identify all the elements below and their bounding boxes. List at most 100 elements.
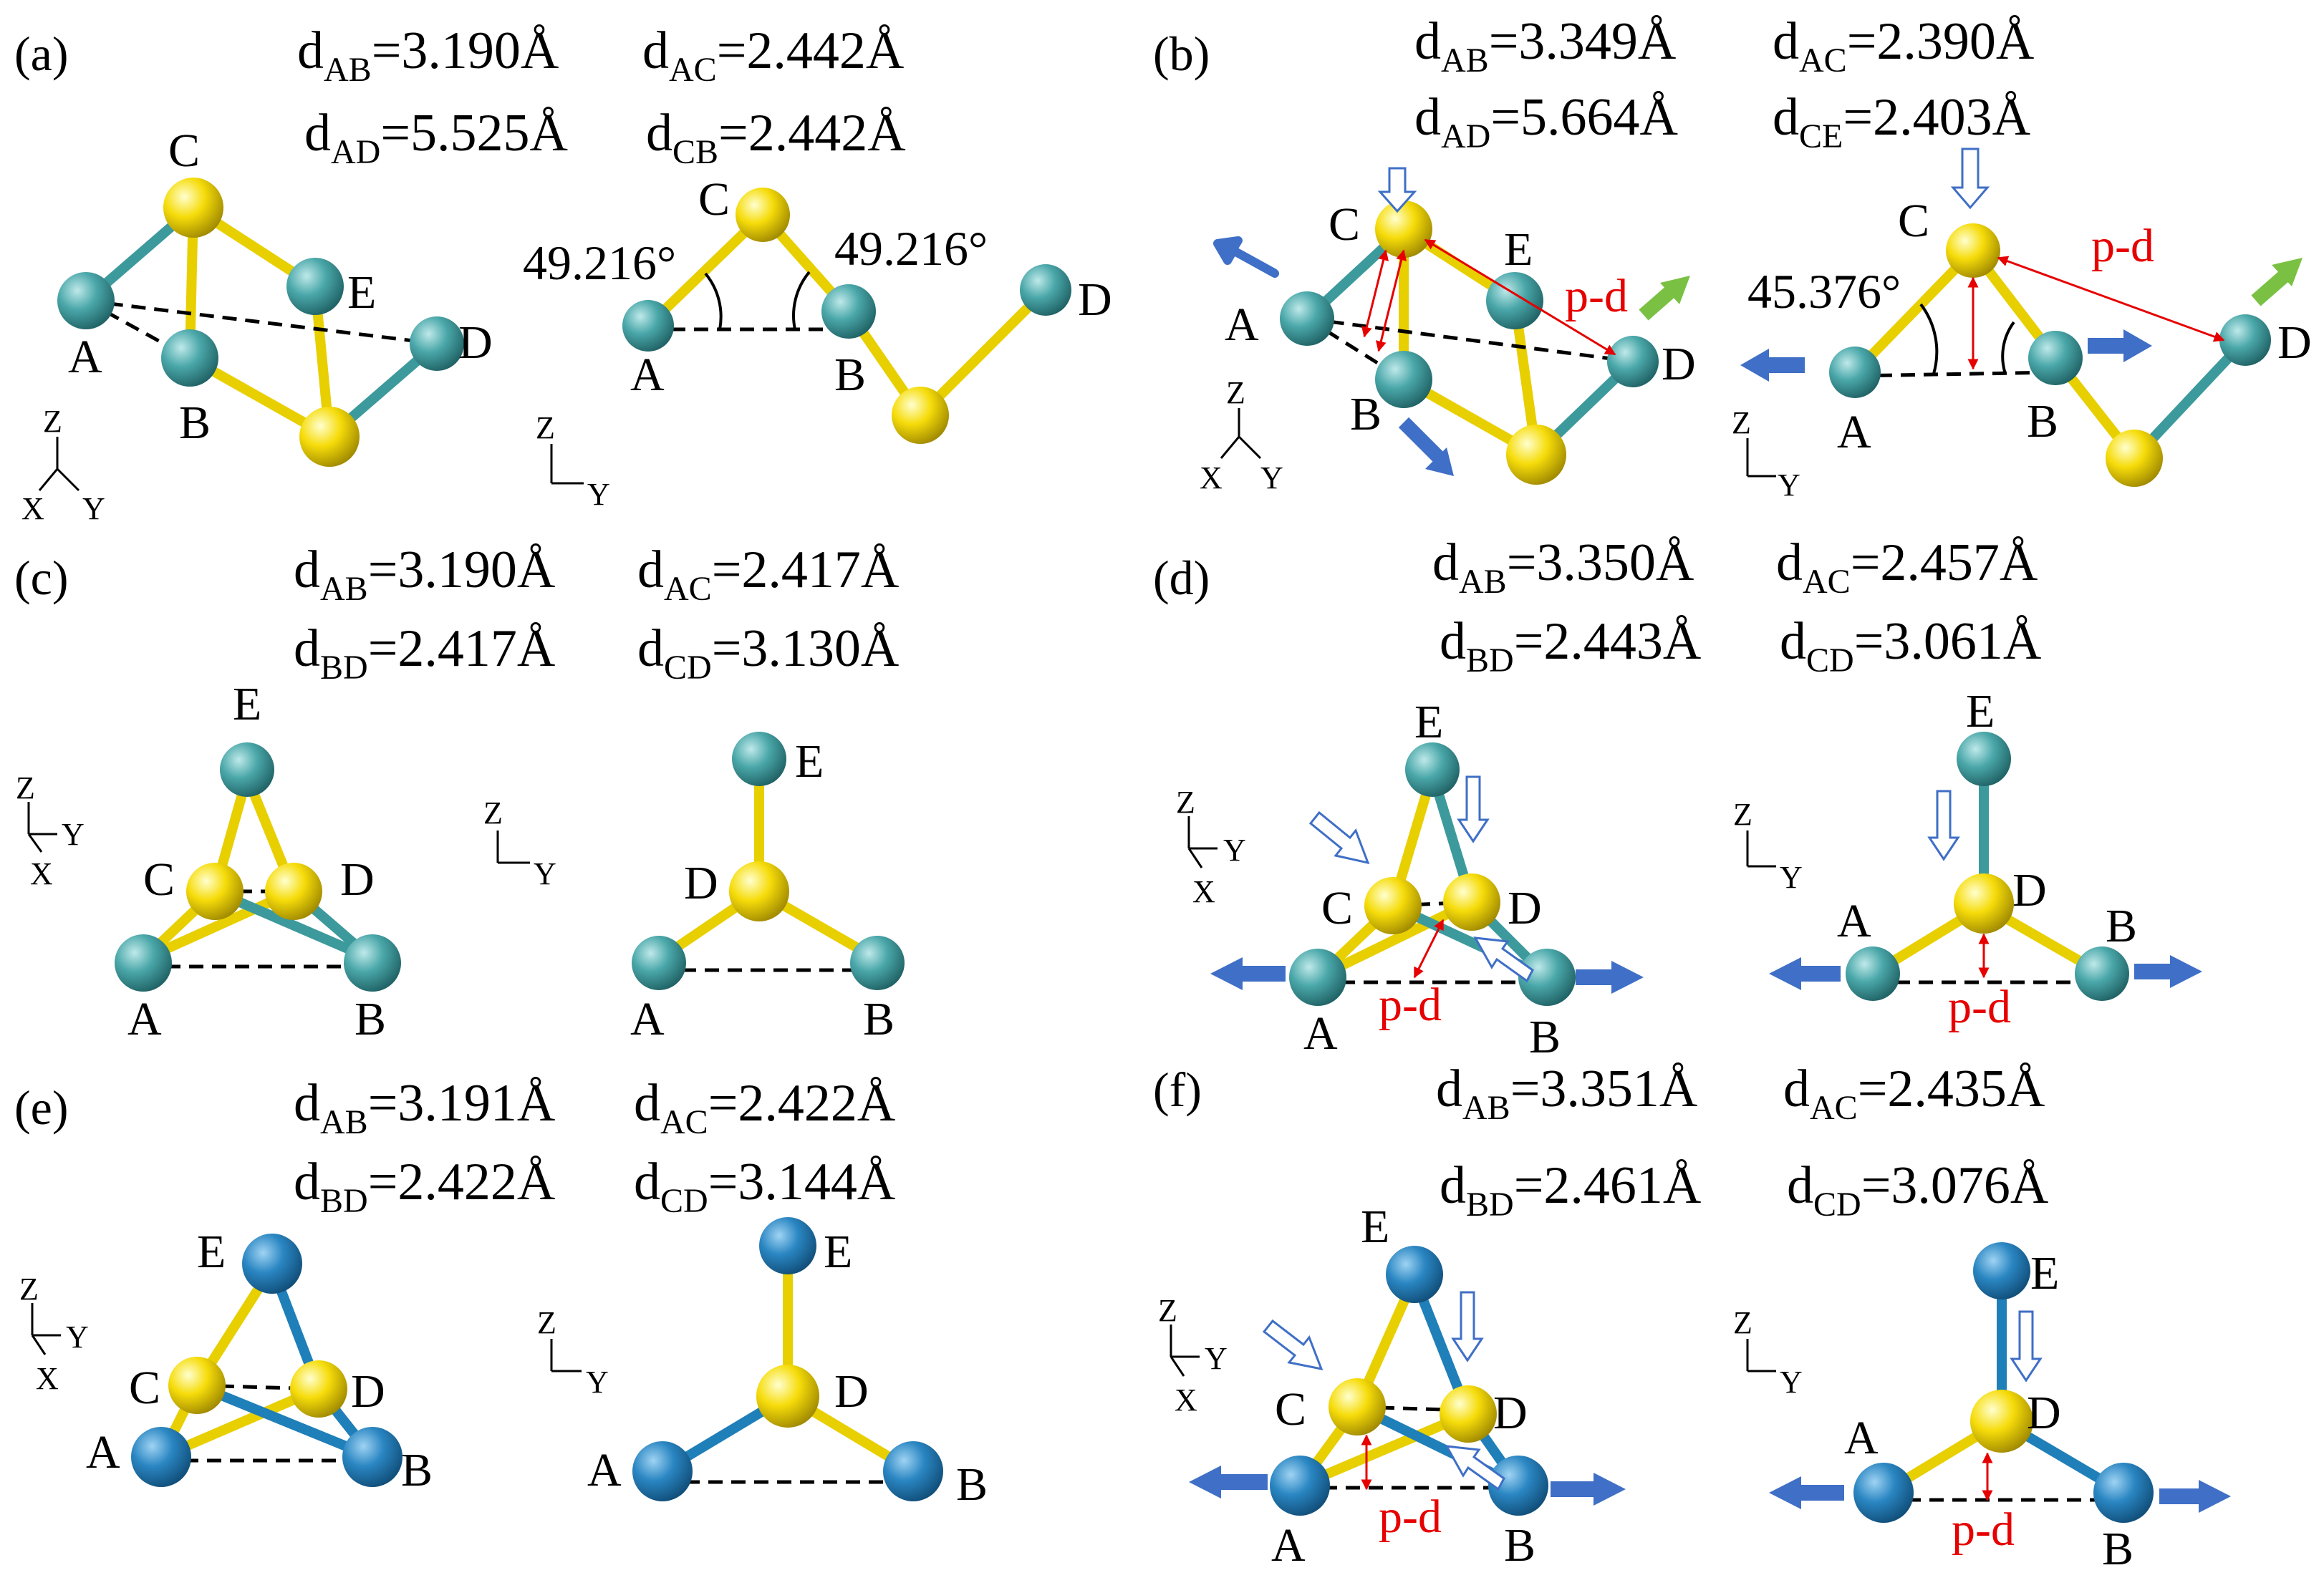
molecule-left-d: E C D A B p-d: [1289, 696, 1576, 1063]
atom-label-d: D: [1662, 338, 1696, 390]
atom-b: [161, 329, 218, 387]
shift-arrow-icon: [1740, 349, 1805, 382]
atom-c: [163, 178, 223, 238]
panel-label-b: (b): [1153, 26, 1210, 81]
molecule-right-a: C A B D 49.216° 49.216°: [523, 173, 1112, 444]
axis-y-label: Y: [1778, 468, 1800, 503]
hollow-arrow-icon: [1377, 167, 1417, 213]
atom-label-e: E: [233, 678, 261, 730]
axis-z-label: Z: [536, 410, 555, 445]
atom-label-c: C: [1275, 1383, 1306, 1435]
pd-label: p-d: [2091, 220, 2154, 272]
axis-y-label: Y: [1205, 1341, 1228, 1376]
axis-x-label: X: [30, 856, 53, 891]
pd-label: p-d: [1565, 270, 1628, 322]
molecule-left-f: E C D A B p-d: [1270, 1201, 1548, 1572]
atom-label-e: E: [197, 1226, 226, 1278]
atom-label-a: A: [1837, 406, 1871, 458]
molecule-left-a: C A B E D: [57, 125, 493, 467]
hollow-arrow-icon: [1473, 936, 1534, 983]
axis-pair-a-right: Z Y: [536, 410, 610, 512]
distance-bd: dBD=2.443Å: [1440, 612, 1701, 679]
distance-ac: dAC=2.435Å: [1783, 1060, 2045, 1127]
axis-z-label: Z: [1733, 797, 1752, 832]
distance-cd: dCD=3.076Å: [1787, 1156, 2048, 1224]
atom-label-a: A: [1225, 299, 1259, 351]
atom-a: [131, 1427, 191, 1487]
atom-label-b: B: [401, 1444, 433, 1496]
axis-z-label: Z: [16, 770, 35, 805]
atom-e: [1405, 742, 1460, 797]
pd-label: p-d: [1379, 1491, 1442, 1543]
panel-label-c: (c): [14, 551, 68, 605]
panel-c: (c) dAB=3.190Å dAC=2.417Å dBD=2.417Å dCD…: [14, 541, 905, 1045]
shift-arrow-icon: [1769, 957, 1841, 990]
atom-d: [410, 316, 464, 371]
axis-y-label: Y: [534, 856, 556, 891]
hollow-arrow-icon: [1950, 147, 1990, 210]
axis-z-label: Z: [1226, 375, 1245, 410]
atom-label-d: D: [1493, 1387, 1528, 1439]
axis-triad-a-left: Z X Y: [21, 404, 105, 526]
axis-y-label: Y: [586, 1365, 609, 1400]
atom-label-d: D: [684, 857, 718, 909]
axis-y-label: Y: [1780, 1365, 1803, 1400]
axis-triad-d-left: Z Y X: [1176, 785, 1246, 909]
axis-z-label: Z: [1176, 785, 1195, 820]
axis-z-label: Z: [1733, 1305, 1752, 1340]
hollow-arrow-icon: [1262, 1319, 1323, 1371]
axis-pair-d-right: Z Y: [1733, 797, 1803, 895]
pd-label: p-d: [1952, 1504, 2015, 1556]
distance-bd: dBD=2.461Å: [1440, 1156, 1701, 1224]
hollow-arrow-icon: [1457, 775, 1490, 843]
axis-z-label: Z: [43, 404, 62, 439]
hollow-arrow-icon: [2010, 1310, 2043, 1383]
atom-label-b: B: [1504, 1519, 1535, 1572]
atom-label-b: B: [2027, 395, 2058, 447]
distance-ab: dAB=3.190Å: [297, 21, 559, 89]
atom-label-b: B: [355, 993, 386, 1045]
hollow-arrow-icon: [1927, 790, 1960, 861]
molecule-right-b: C A B D 45.376° p-d: [1747, 195, 2312, 487]
axis-triad-e-left: Z Y X: [19, 1272, 89, 1396]
atom-label-c: C: [1329, 198, 1360, 251]
shift-arrow-icon: [1210, 957, 1286, 990]
atom-label-a: A: [86, 1426, 120, 1478]
distance-ac: dAC=2.422Å: [634, 1074, 895, 1141]
panel-a: (a) dAB=3.190Å dAC=2.442Å dAD=5.525Å dCB…: [14, 21, 1112, 526]
axis-y-label: Y: [1780, 860, 1803, 895]
shift-arrow-icon: [1189, 1466, 1268, 1498]
axis-triad-f-left: Z Y X: [1158, 1293, 1228, 1418]
atom-c: [1329, 1378, 1386, 1435]
molecule-left-e: E C D A B: [86, 1226, 433, 1496]
distance-ab: dAB=3.191Å: [294, 1074, 555, 1141]
panel-label-d: (d): [1153, 551, 1210, 605]
axis-y-label: Y: [66, 1320, 89, 1355]
axis-triad-c-left: Z Y X: [16, 770, 85, 891]
atom-label-a: A: [1844, 1412, 1879, 1464]
distance-ac: dAC=2.417Å: [637, 541, 899, 608]
atom-label-b: B: [1350, 388, 1382, 440]
atom-label-c: C: [1898, 195, 1929, 247]
distance-ab: dAB=3.349Å: [1414, 12, 1676, 79]
axis-pair-f-right: Z Y: [1733, 1305, 1803, 1400]
atom-b: [1488, 1456, 1548, 1516]
distance-ce: dCE=2.403Å: [1773, 88, 2030, 155]
molecule-right-e: E D A B: [587, 1217, 988, 1511]
atom-chalcogen: [1506, 425, 1566, 485]
atom-label-b: B: [956, 1458, 988, 1511]
atom-label-e: E: [347, 266, 376, 319]
atom-d: [1607, 336, 1659, 387]
distance-bd: dBD=2.422Å: [294, 1153, 555, 1220]
atom-label-a: A: [1271, 1519, 1306, 1572]
atom-label-e: E: [1966, 685, 1995, 737]
atom-label-d: D: [1508, 882, 1542, 934]
axis-triad-b-left: Z X Y: [1200, 375, 1283, 495]
atom-label-e: E: [1414, 696, 1443, 748]
atom-label-d: D: [2012, 864, 2047, 916]
atom-c: [1364, 877, 1422, 934]
axis-pair-c-right: Z Y: [483, 795, 556, 891]
axis-y-label: Y: [1260, 460, 1283, 495]
atom-c: [1375, 200, 1432, 258]
